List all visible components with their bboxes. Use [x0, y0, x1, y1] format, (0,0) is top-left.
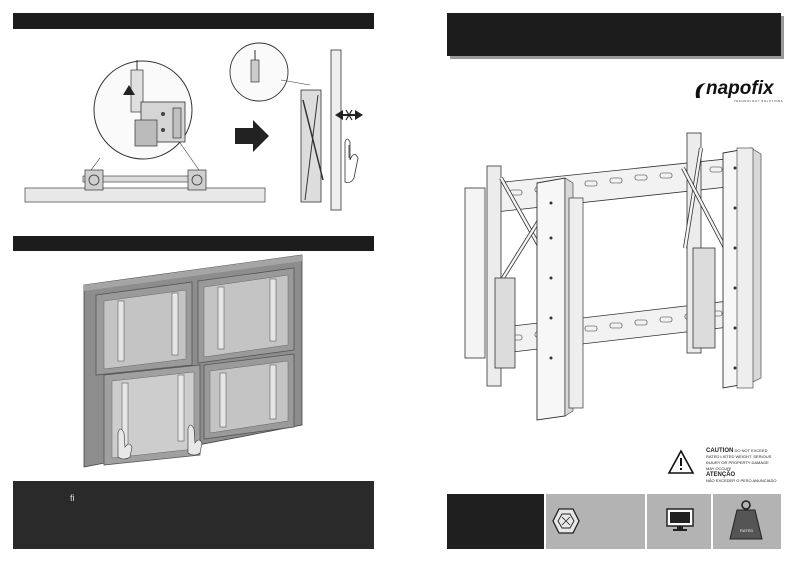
hand-icon — [344, 138, 359, 183]
spec-tile-dark — [447, 494, 544, 549]
push-arrow-icon — [235, 120, 269, 152]
brand-tagline: TECHNOLOGY SOLUTIONS — [734, 99, 784, 103]
tv-icon — [666, 508, 694, 531]
spec-tile-tv — [647, 494, 711, 549]
footer-note-block: ﬁ — [13, 481, 374, 549]
hex-bolt-icon — [552, 508, 580, 534]
caution-line2: RATED LISTED WEIGHT. SERIOUS — [706, 454, 772, 459]
video-wall-illustration — [83, 254, 303, 468]
weight-label: RATED — [740, 528, 754, 533]
step-header-bar-middle — [13, 236, 374, 251]
brand-logo: napofix TECHNOLOGY SOLUTIONS — [694, 78, 784, 104]
caution-line3: INJURY OR PROPERTY DAMAGE — [706, 460, 769, 465]
caution-line4: MAY OCCUR! — [706, 466, 732, 471]
atencao-line: NÃO EXCEDER O PESO ANUNCIADO — [706, 478, 777, 483]
step-header-bar-top — [13, 13, 374, 29]
weight-icon — [729, 500, 763, 540]
spec-tile-weight: RATED — [713, 494, 781, 549]
footer-note-text: ﬁ — [70, 493, 75, 503]
caution-block: CAUTION DO NOT EXCEED RATED LISTED WEIGH… — [706, 448, 786, 484]
warning-icon — [667, 449, 695, 474]
atencao-title: ATENÇÃO — [706, 472, 736, 478]
installation-illustration-side — [24, 42, 363, 211]
caution-title: CAUTION — [706, 448, 734, 454]
wall-mount-bracket-illustration — [464, 132, 762, 421]
cover-title-bar — [447, 13, 781, 56]
spec-tile-bolt — [546, 494, 645, 549]
caution-line1: DO NOT EXCEED — [734, 448, 768, 453]
brand-name: napofix — [706, 78, 774, 99]
